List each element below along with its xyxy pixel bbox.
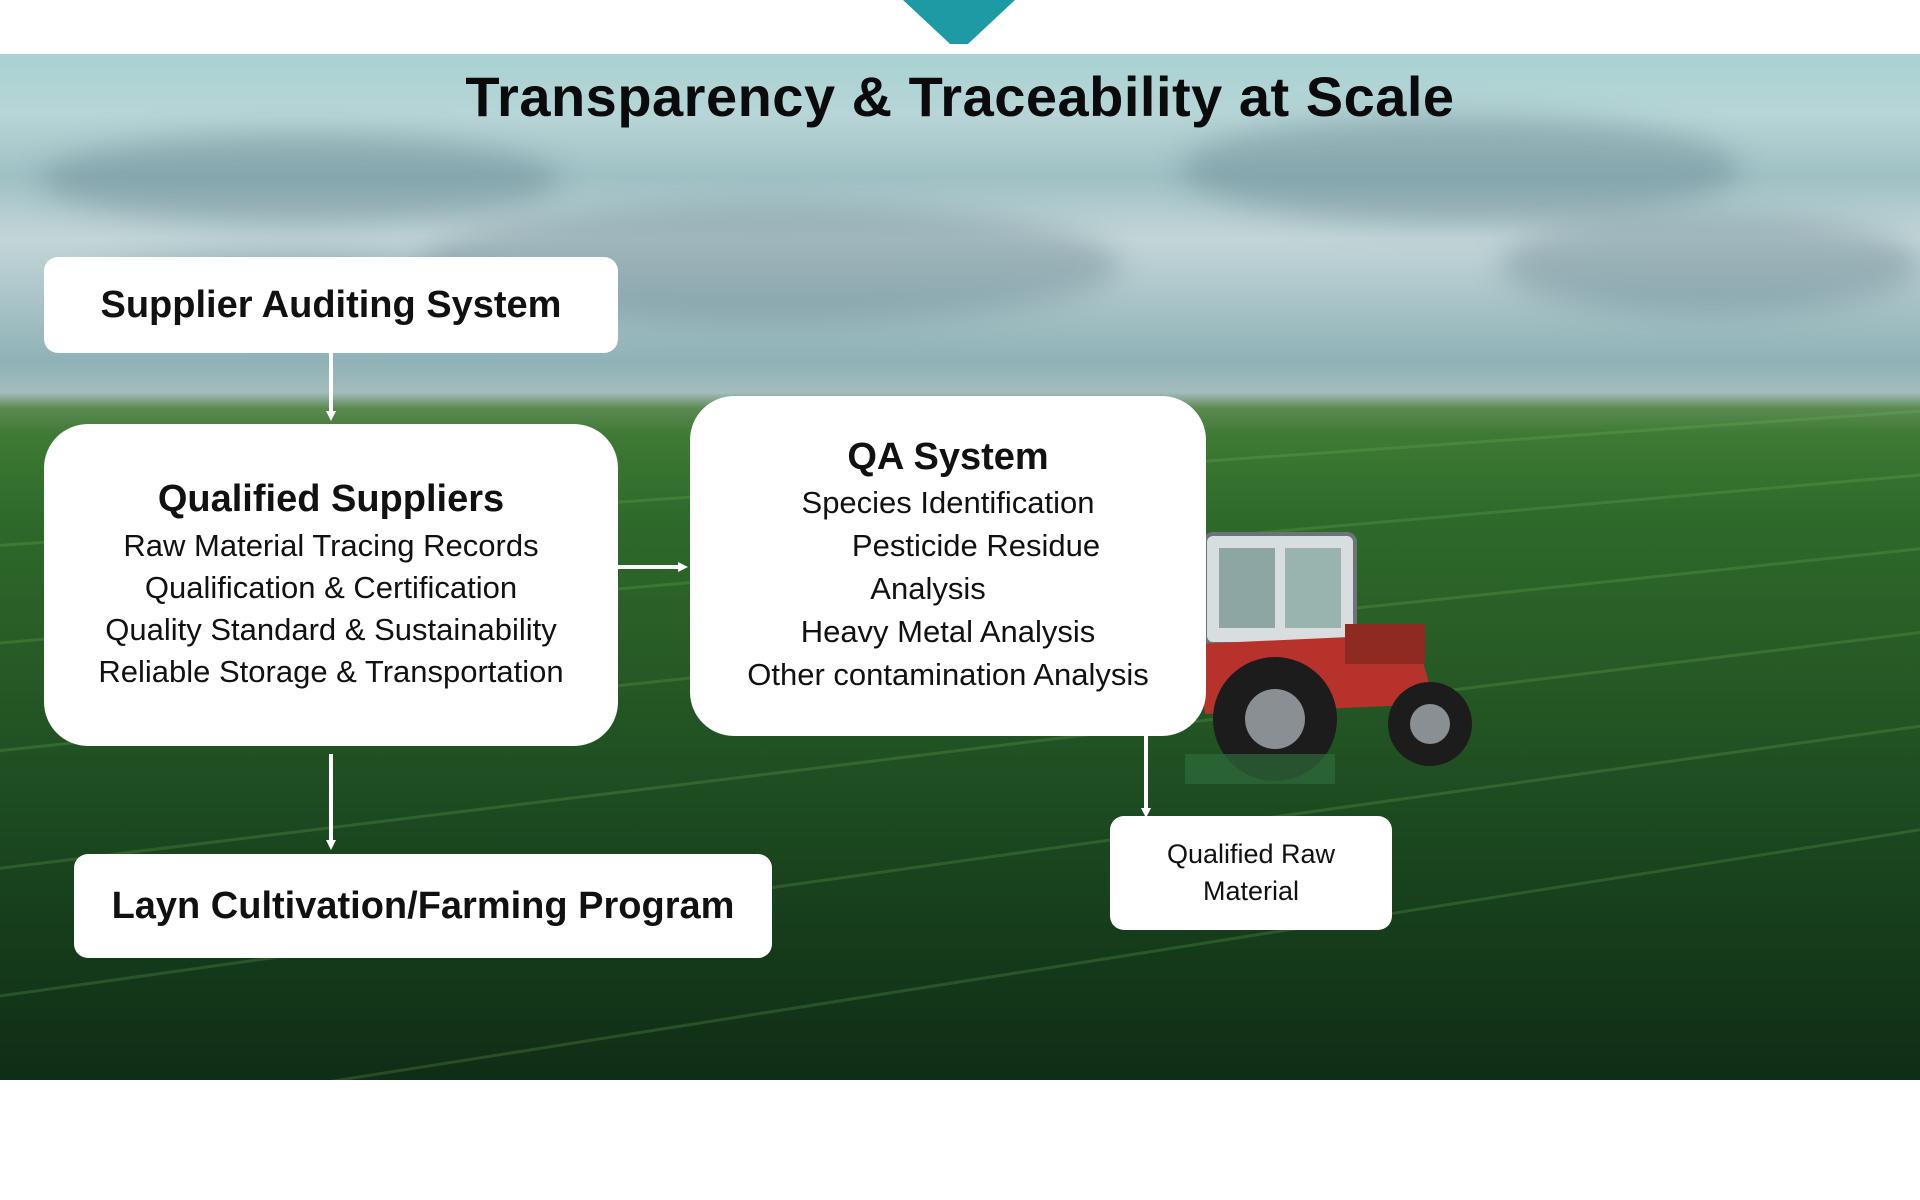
node-item: Qualification & Certification — [144, 569, 518, 605]
tractor-illustration — [1185, 532, 1472, 784]
slide-title: Transparency & Traceability at Scale — [465, 65, 1455, 128]
cloud — [40, 134, 560, 224]
node-item: Quality Standard & Sustainability — [105, 611, 557, 647]
node-label: QA System — [847, 436, 1049, 478]
cloud — [1500, 214, 1920, 314]
node-label: Qualified Suppliers — [157, 477, 505, 520]
node-supplier-auditing-system: Supplier Auditing System — [44, 257, 618, 353]
node-item: Analysis — [870, 571, 986, 606]
node-item: Reliable Storage & Transportation — [98, 653, 564, 689]
node-label-line: Material — [1202, 876, 1300, 906]
node-qualified-raw-material: Qualified Raw Material — [1110, 816, 1392, 930]
node-qualified-suppliers: Qualified Suppliers Raw Material Tracing… — [44, 424, 618, 746]
node-label-line: Qualified Raw — [1166, 839, 1336, 869]
node-item: Raw Material Tracing Records — [123, 527, 539, 563]
node-item: Other contamination Analysis — [747, 657, 1149, 692]
node-label: Layn Cultivation/Farming Program — [111, 884, 735, 927]
node-qa-system: QA System Species Identification Pestici… — [690, 396, 1206, 736]
node-layn-cultivation-program: Layn Cultivation/Farming Program — [74, 854, 772, 958]
cloud — [1180, 114, 1740, 224]
node-item: Pesticide Residue — [851, 528, 1101, 563]
node-label: Supplier Auditing System — [100, 283, 562, 326]
node-item: Heavy Metal Analysis — [800, 614, 1096, 649]
header-accent-tab — [903, 0, 1015, 44]
node-item: Species Identification — [801, 485, 1095, 520]
